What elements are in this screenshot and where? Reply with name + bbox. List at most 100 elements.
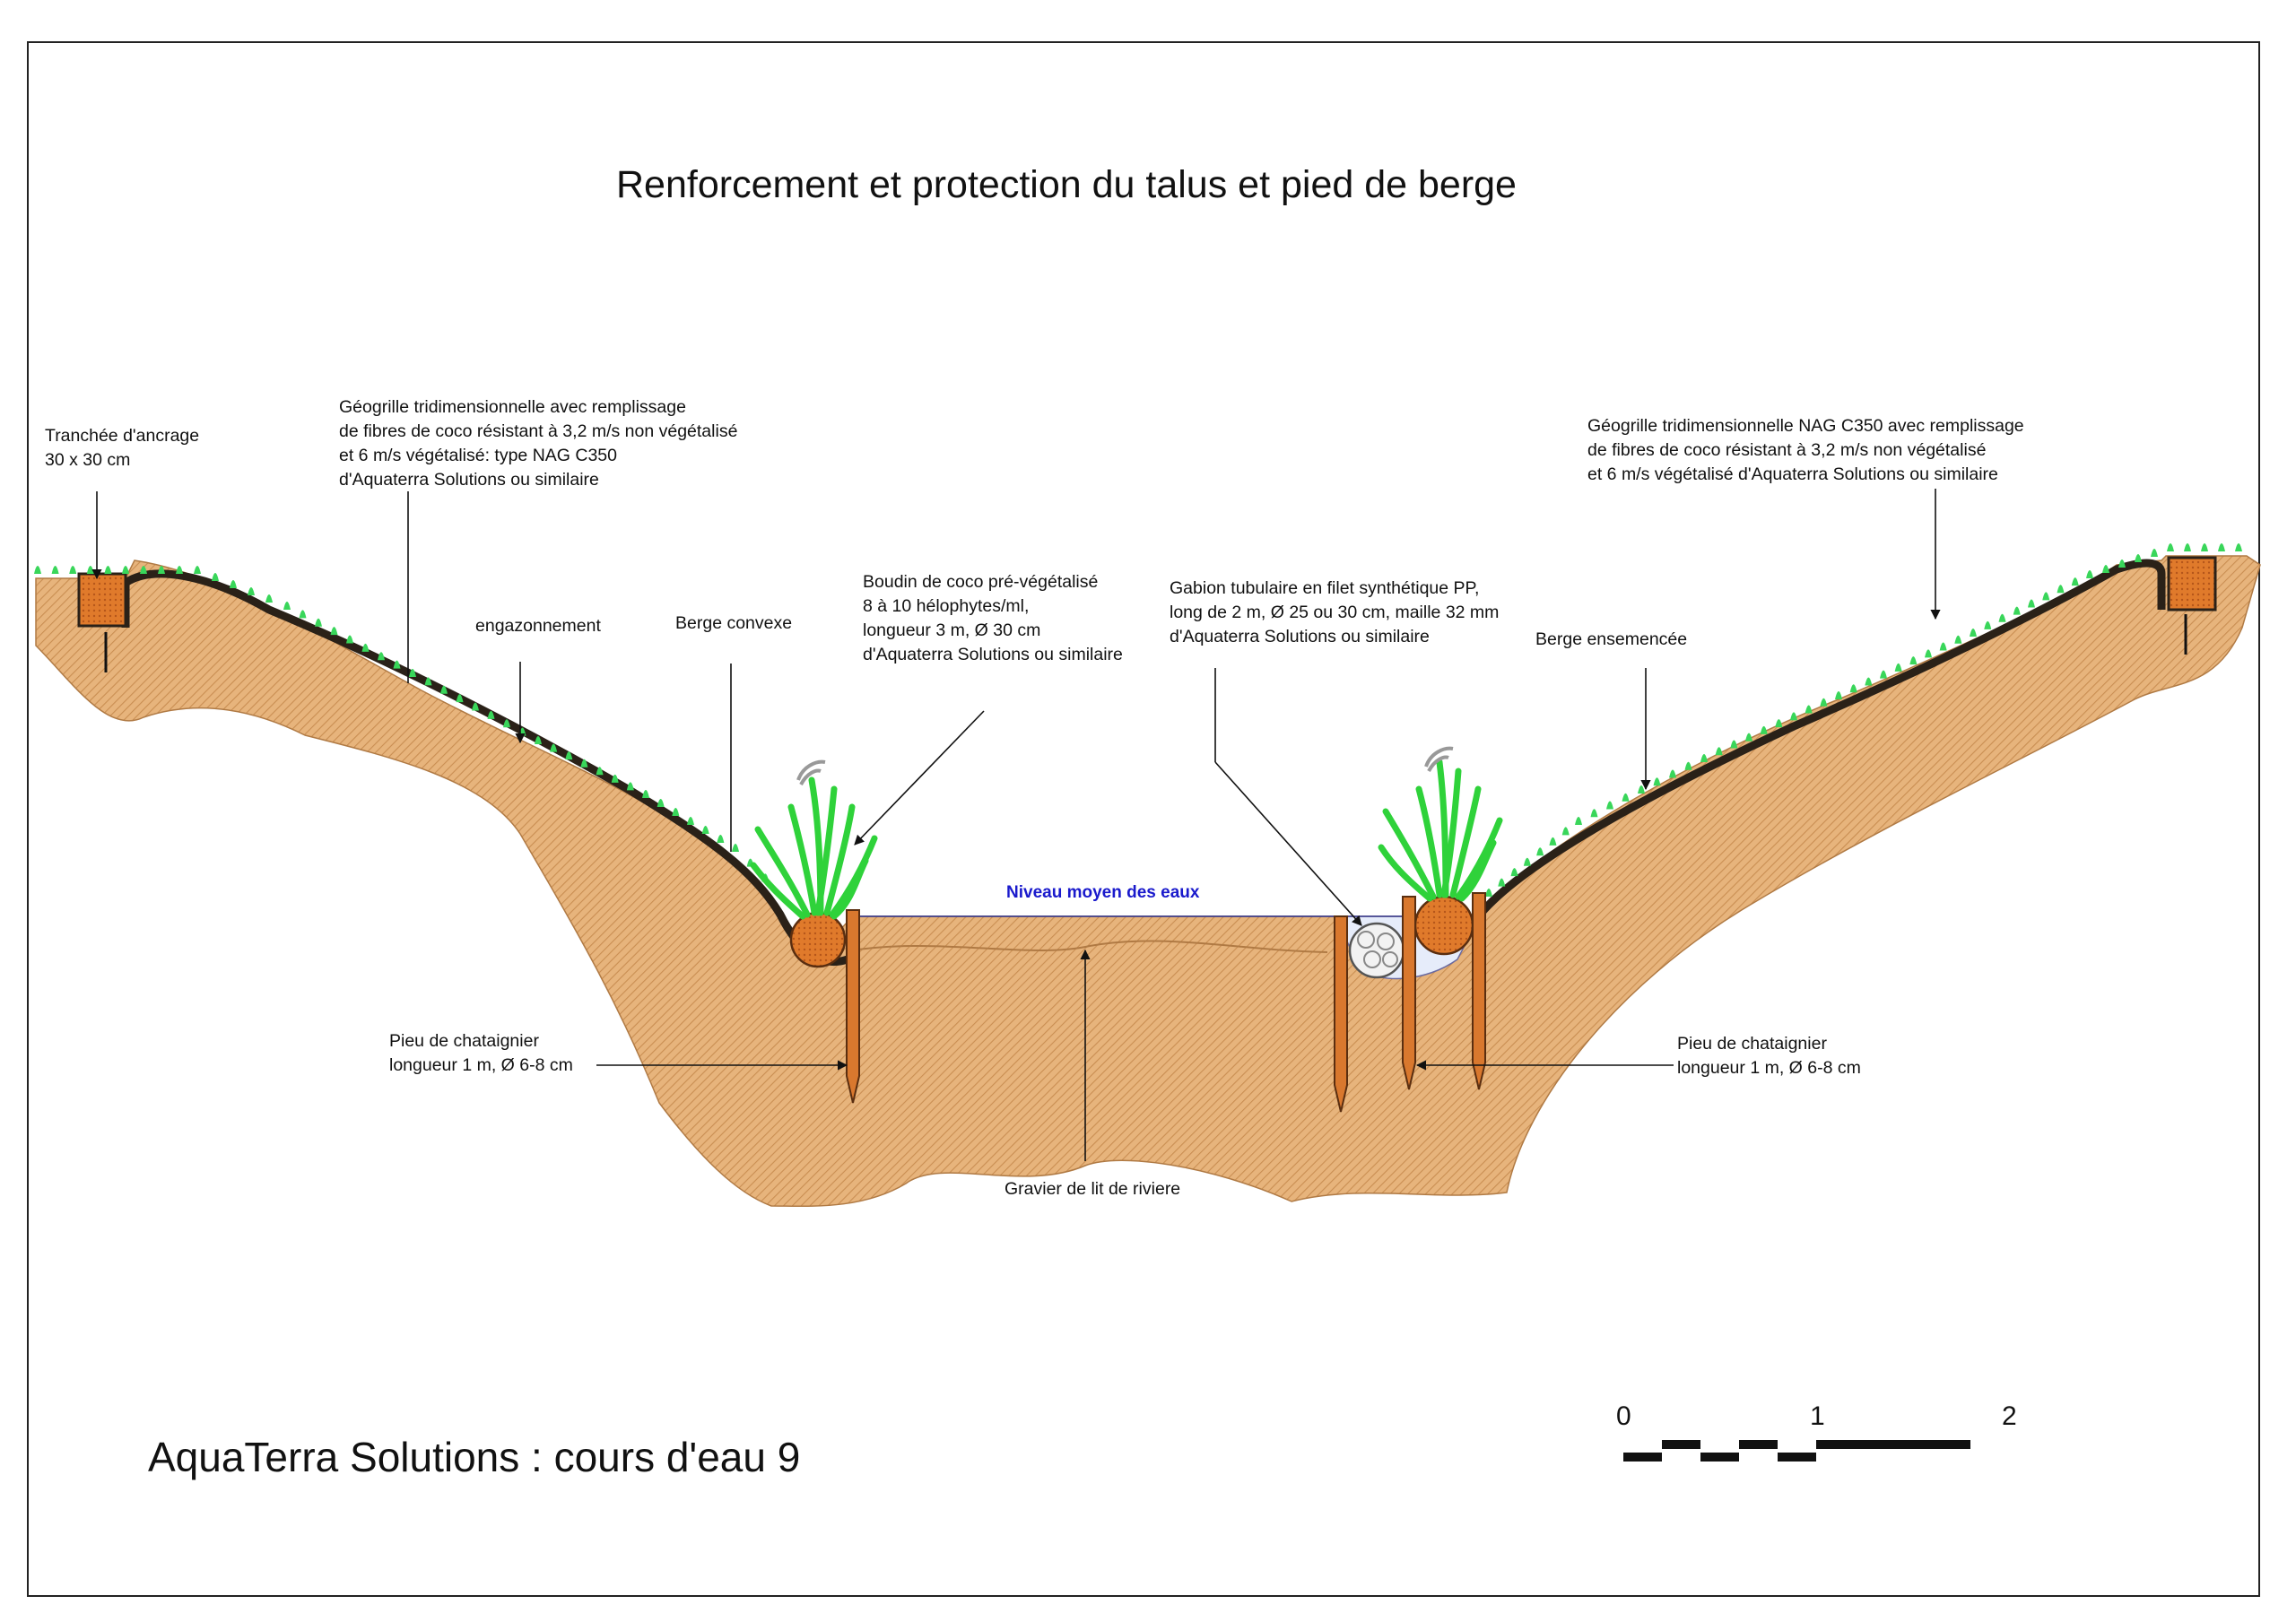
grass-tuft: [487, 710, 495, 719]
grass-tuft: [596, 767, 604, 776]
grass-tuft: [701, 826, 709, 834]
grass-tuft: [1684, 761, 1692, 770]
grass-tuft: [2184, 543, 2191, 551]
label-anchor-trench: Tranchée d'ancrage 30 x 30 cm: [45, 426, 200, 470]
scale-tick-1: 1: [1810, 1401, 1825, 1431]
grass-tuft: [1998, 613, 2006, 622]
label-gabion: Gabion tubulaire en filet synthétique PP…: [1170, 578, 1500, 646]
grass-tuft: [1849, 684, 1857, 693]
grass-tuft: [1606, 801, 1613, 810]
grass-tuft: [248, 587, 255, 595]
grass-tuft: [424, 677, 432, 686]
grass-tuft: [1549, 837, 1557, 846]
grass-tuft: [299, 610, 307, 619]
grass-tuft: [550, 743, 558, 752]
grass-tuft: [626, 782, 634, 791]
geogrid-right: [1476, 559, 2166, 917]
grass-tuft: [158, 566, 165, 574]
grass-tuft: [122, 566, 129, 574]
reed-head-left: [796, 759, 826, 786]
grass-tuft: [611, 774, 619, 783]
grass-tuft: [717, 835, 725, 843]
grass-tuft: [1865, 677, 1873, 686]
leader-lines: [91, 489, 1941, 1161]
anchor-trench-right: [2167, 556, 2217, 612]
grass-tuft: [393, 660, 401, 669]
helophytes-right: [1378, 759, 1503, 902]
drawing-frame: [27, 41, 2260, 1597]
helophytes-left: [750, 776, 878, 920]
grass-tuft: [1894, 663, 1902, 672]
grass-tuft: [1653, 777, 1661, 786]
grass-tuft: [409, 669, 416, 677]
grass-tuft: [1575, 817, 1582, 825]
grass-tuft: [212, 573, 219, 581]
grass-tuft: [1536, 847, 1544, 856]
grass-tuft: [346, 635, 353, 644]
grass-tuft: [1835, 691, 1842, 699]
footer-title: AquaTerra Solutions : cours d'eau 9: [148, 1434, 801, 1480]
grass-tuft: [361, 643, 370, 652]
grass-tuft: [315, 618, 322, 627]
grass-tuft: [1523, 857, 1531, 866]
grass-tuft: [2102, 565, 2109, 573]
grass-tuft: [456, 694, 464, 703]
grass-tuft: [472, 702, 479, 711]
grass-tuft: [104, 566, 112, 574]
grass-tuft: [2042, 592, 2050, 601]
grass-tuft: [642, 790, 649, 798]
grass-tuft: [672, 808, 680, 816]
grass-tuft: [1805, 705, 1813, 714]
grass-tuft: [378, 652, 385, 661]
grass-tuft: [1700, 754, 1708, 762]
label-berge-convexe: Berge convexe: [675, 613, 793, 633]
grass-tuft: [1954, 635, 1962, 644]
grass-tuft: [283, 602, 291, 610]
grass-tuft: [1820, 698, 1828, 707]
grass-tuft: [657, 799, 665, 807]
grass-tuft: [1939, 642, 1947, 651]
grass-tuft: [535, 736, 542, 744]
label-stake-right: Pieu de chataignier longueur 1 m, Ø 6-8 …: [1677, 1034, 1861, 1078]
reed-head-right: [1424, 746, 1454, 773]
grass-tuft: [265, 594, 273, 603]
grass-tuft: [1498, 878, 1506, 887]
page-title: Renforcement et protection du talus et p…: [616, 163, 1517, 206]
grass-tuft: [1730, 740, 1738, 749]
grass-tuft: [2118, 559, 2126, 568]
grass-tuft: [330, 627, 338, 636]
grass-tuft: [34, 566, 41, 574]
grass-tuft: [1715, 747, 1723, 756]
label-geogrid-right: Géogrille tridimensionnelle NAG C350 ave…: [1587, 416, 2024, 484]
grass-tuft: [51, 566, 59, 574]
grass-tuft: [2086, 570, 2093, 578]
grass-tuft: [2201, 543, 2208, 551]
grass-tuft: [1622, 793, 1630, 802]
grass-tuft: [732, 844, 739, 852]
grass-right: [1485, 543, 2242, 897]
grass-tuft: [1775, 719, 1783, 728]
anchor-trench-left: [77, 572, 127, 628]
grass-tuft: [140, 566, 147, 574]
grass-tuft: [2135, 554, 2142, 562]
riverbed-surface: [851, 940, 1328, 953]
grass-tuft: [194, 566, 201, 574]
grass-tuft: [1984, 620, 1992, 629]
label-river-gravel: Gravier de lit de riviere: [1004, 1179, 1181, 1199]
grass-tuft: [503, 719, 510, 728]
grass-tuft: [580, 759, 588, 768]
grass-tuft: [1485, 889, 1492, 897]
scale-bar: [1623, 1440, 1970, 1462]
geogrid-left: [121, 569, 849, 967]
grass-tuft: [230, 580, 237, 588]
grass-tuft: [1745, 733, 1752, 742]
grass-tuft: [2013, 606, 2021, 615]
grass-tuft: [1790, 712, 1797, 721]
grass-tuft: [1925, 649, 1932, 658]
coir-roll-left: [789, 911, 847, 968]
grass-tuft: [440, 685, 448, 694]
grass-tuft: [1760, 725, 1768, 734]
scale-tick-2: 2: [2002, 1401, 2017, 1431]
grass-tuft: [2057, 585, 2065, 594]
